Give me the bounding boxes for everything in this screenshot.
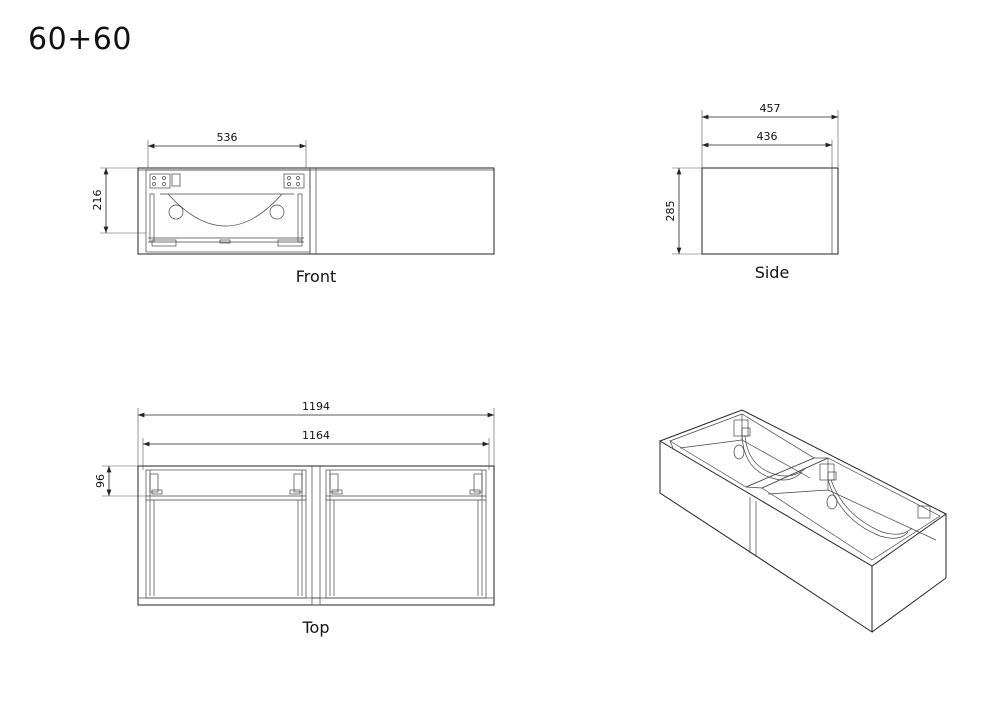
side-outer-dim: 457 xyxy=(760,102,781,115)
front-view: 536 216 Front xyxy=(91,131,495,286)
top-inner-dim: 1164 xyxy=(302,429,330,442)
top-outer-dim: 1194 xyxy=(302,400,330,413)
top-depth-dim: 96 xyxy=(94,474,107,488)
side-height-dim: 285 xyxy=(664,201,677,222)
side-caption: Side xyxy=(755,263,790,282)
side-inner-dim: 436 xyxy=(757,130,778,143)
isometric-view xyxy=(658,409,947,633)
front-width-dim: 536 xyxy=(217,131,238,144)
front-caption: Front xyxy=(296,267,336,286)
front-height-dim: 216 xyxy=(91,190,104,211)
top-view: 1194 1164 96 Top xyxy=(94,400,495,637)
top-caption: Top xyxy=(302,618,330,637)
page-title: 60+60 xyxy=(28,22,132,57)
side-view: 457 436 285 Side xyxy=(664,102,839,282)
